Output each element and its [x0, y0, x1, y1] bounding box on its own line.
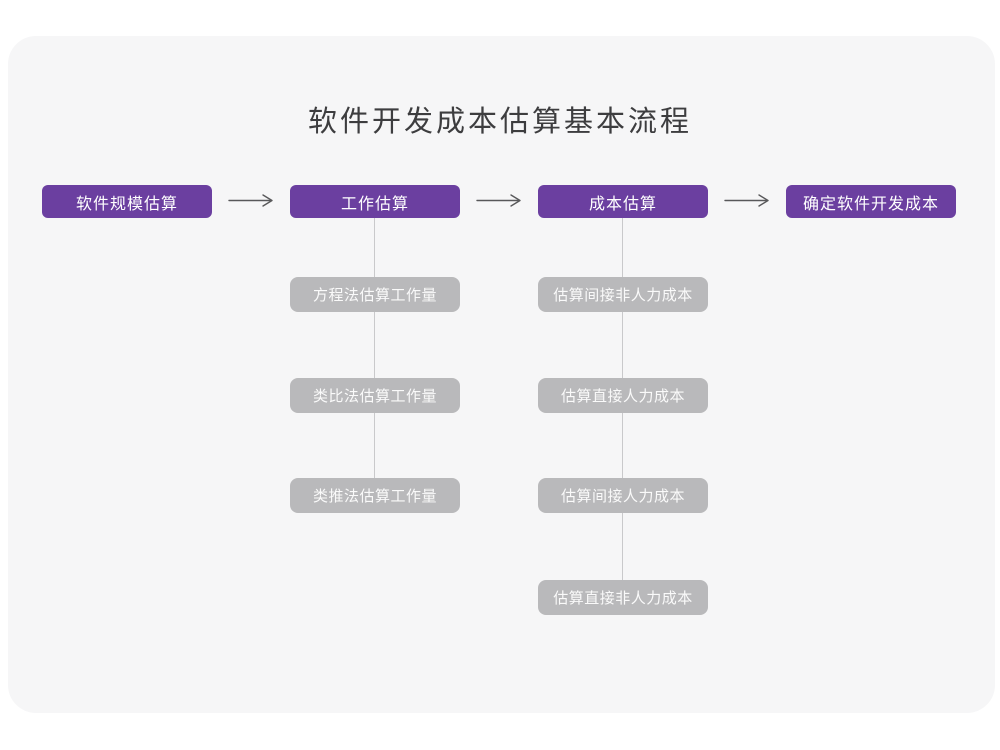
sub-step-extrapolation-method: 类推法估算工作量: [290, 478, 460, 513]
main-step-determine-software-dev-cost: 确定软件开发成本: [786, 185, 956, 218]
sub-step-analogy-method: 类比法估算工作量: [290, 378, 460, 413]
main-step-work-estimation: 工作估算: [290, 185, 460, 218]
sub-step-indirect-labor-cost: 估算间接人力成本: [538, 478, 708, 513]
arrow-right-icon: [476, 194, 521, 207]
main-step-software-scale-estimation: 软件规模估算: [42, 185, 212, 218]
arrow-right-icon: [724, 194, 769, 207]
sub-step-direct-labor-cost: 估算直接人力成本: [538, 378, 708, 413]
sub-step-direct-non-labor-cost: 估算直接非人力成本: [538, 580, 708, 615]
diagram-title: 软件开发成本估算基本流程: [307, 106, 692, 138]
connector-line-work-estimation: [374, 218, 375, 496]
arrow-right-icon: [228, 194, 273, 207]
main-step-cost-estimation: 成本估算: [538, 185, 708, 218]
sub-step-equation-method: 方程法估算工作量: [290, 277, 460, 312]
sub-step-indirect-non-labor-cost: 估算间接非人力成本: [538, 277, 708, 312]
diagram-card: [8, 36, 995, 713]
